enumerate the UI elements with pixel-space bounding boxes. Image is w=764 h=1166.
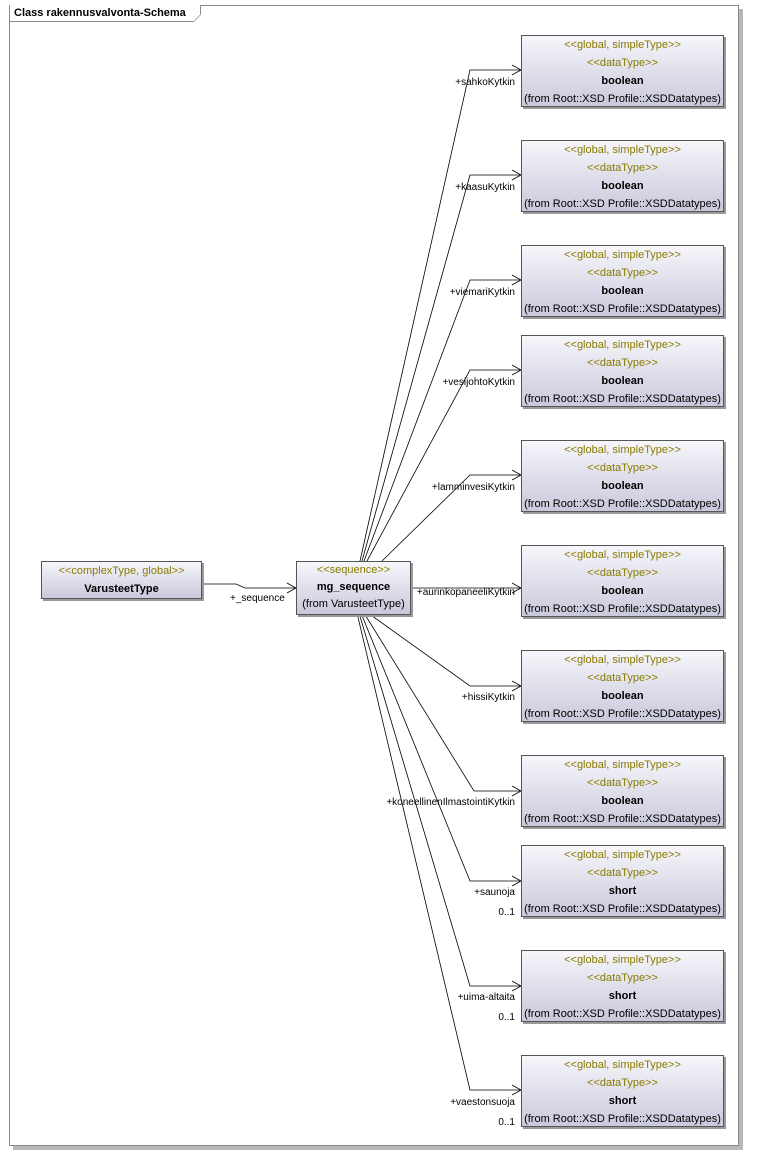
datatype-stereotype: <<global, simpleType>>	[564, 654, 681, 666]
datatype-name: boolean	[601, 585, 644, 597]
datatype-from: (from Root::XSD Profile::XSDDatatypes)	[524, 303, 721, 315]
datatype-from: (from Root::XSD Profile::XSDDatatypes)	[524, 1113, 721, 1125]
datatype-name: boolean	[601, 795, 644, 807]
role-label: +aurinkopaneeliKytkin	[416, 587, 515, 598]
datatype-name: short	[608, 885, 637, 897]
association-line	[359, 69, 521, 562]
datatype-2[interactable]: <<global, simpleType>> <<dataType>> boolea…	[521, 245, 724, 317]
diagram-title: Class rakennusvalvonta-Schema	[10, 5, 201, 22]
datatype-kind: <<dataType>>	[587, 267, 658, 279]
association-line	[363, 279, 521, 562]
datatype-name: short	[608, 990, 637, 1002]
datatype-stereotype: <<global, simpleType>>	[564, 444, 681, 456]
datatype-kind: <<dataType>>	[587, 57, 658, 69]
datatype-name: boolean	[601, 180, 644, 192]
datatype-kind: <<dataType>>	[587, 1077, 658, 1089]
datatype-kind: <<dataType>>	[587, 567, 658, 579]
association-line	[356, 612, 521, 1091]
datatype-name: boolean	[601, 480, 644, 492]
role-label: +kaasuKytkin	[455, 182, 515, 193]
datatype-from: (from Root::XSD Profile::XSDDatatypes)	[524, 198, 721, 210]
datatype-name: boolean	[601, 375, 644, 387]
sequence-role-label: +_sequence	[230, 593, 285, 604]
role-label: +koneellinenIlmastointiKytkin	[386, 797, 515, 808]
class-name: VarusteetType	[84, 583, 159, 595]
datatype-name: boolean	[601, 285, 644, 297]
role-label: +vaestonsuoja	[450, 1097, 515, 1108]
multiplicity-label: 0..1	[498, 1117, 515, 1128]
datatype-stereotype: <<global, simpleType>>	[564, 144, 681, 156]
datatype-kind: <<dataType>>	[587, 462, 658, 474]
datatype-5[interactable]: <<global, simpleType>> <<dataType>> boolea…	[521, 545, 724, 617]
datatype-stereotype: <<global, simpleType>>	[564, 954, 681, 966]
class-stereotype: <<complexType, global>>	[58, 565, 185, 577]
class-varusteettype[interactable]: <<complexType, global>> VarusteetType	[41, 561, 202, 599]
datatype-stereotype: <<global, simpleType>>	[564, 849, 681, 861]
datatype-3[interactable]: <<global, simpleType>> <<dataType>> boolea…	[521, 335, 724, 407]
datatype-name: boolean	[601, 75, 644, 87]
datatype-from: (from Root::XSD Profile::XSDDatatypes)	[524, 498, 721, 510]
datatype-4[interactable]: <<global, simpleType>> <<dataType>> boolea…	[521, 440, 724, 512]
datatype-kind: <<dataType>>	[587, 162, 658, 174]
role-label: +sahkoKytkin	[455, 77, 515, 88]
datatype-kind: <<dataType>>	[587, 777, 658, 789]
role-label: +vesijohtoKytkin	[442, 377, 515, 388]
multiplicity-label: 0..1	[498, 907, 515, 918]
datatype-from: (from Root::XSD Profile::XSDDatatypes)	[524, 813, 721, 825]
datatype-name: short	[608, 1095, 637, 1107]
datatype-from: (from Root::XSD Profile::XSDDatatypes)	[524, 903, 721, 915]
datatype-name: boolean	[601, 690, 644, 702]
sequence-mg-sequence[interactable]: <<sequence>> mg_sequence (from Varusteet…	[296, 561, 411, 615]
datatype-from: (from Root::XSD Profile::XSDDatatypes)	[524, 1008, 721, 1020]
role-label: +lamminvesiKytkin	[431, 482, 515, 493]
datatype-from: (from Root::XSD Profile::XSDDatatypes)	[524, 603, 721, 615]
datatype-8[interactable]: <<global, simpleType>> <<dataType>> short (…	[521, 845, 724, 917]
datatype-kind: <<dataType>>	[587, 867, 658, 879]
datatype-9[interactable]: <<global, simpleType>> <<dataType>> short (…	[521, 950, 724, 1022]
datatype-stereotype: <<global, simpleType>>	[564, 249, 681, 261]
datatype-stereotype: <<global, simpleType>>	[564, 759, 681, 771]
datatype-kind: <<dataType>>	[587, 972, 658, 984]
datatype-stereotype: <<global, simpleType>>	[564, 39, 681, 51]
datatype-6[interactable]: <<global, simpleType>> <<dataType>> boolea…	[521, 650, 724, 722]
sequence-association-line	[200, 583, 296, 589]
datatype-7[interactable]: <<global, simpleType>> <<dataType>> boolea…	[521, 755, 724, 827]
datatype-kind: <<dataType>>	[587, 672, 658, 684]
datatype-kind: <<dataType>>	[587, 357, 658, 369]
datatype-from: (from Root::XSD Profile::XSDDatatypes)	[524, 708, 721, 720]
role-label: +hissiKytkin	[461, 692, 515, 703]
datatype-from: (from Root::XSD Profile::XSDDatatypes)	[524, 393, 721, 405]
sequence-stereotype: <<sequence>>	[316, 564, 391, 576]
role-label: +uima-altaita	[457, 992, 515, 1003]
role-label: +saunoja	[474, 887, 515, 898]
datatype-10[interactable]: <<global, simpleType>> <<dataType>> short (…	[521, 1055, 724, 1127]
association-line	[360, 612, 521, 882]
sequence-from: (from VarusteetType)	[302, 598, 405, 610]
association-line	[361, 174, 521, 562]
association-line	[366, 369, 521, 562]
sequence-name: mg_sequence	[316, 581, 391, 593]
datatype-stereotype: <<global, simpleType>>	[564, 339, 681, 351]
datatype-0[interactable]: <<global, simpleType>> <<dataType>> boolea…	[521, 35, 724, 107]
role-label: +viemariKytkin	[449, 287, 515, 298]
datatype-stereotype: <<global, simpleType>>	[564, 549, 681, 561]
datatype-from: (from Root::XSD Profile::XSDDatatypes)	[524, 93, 721, 105]
association-line	[367, 612, 521, 687]
association-line	[363, 612, 521, 792]
datatype-1[interactable]: <<global, simpleType>> <<dataType>> boolea…	[521, 140, 724, 212]
association-line	[381, 474, 521, 562]
association-line	[358, 612, 521, 987]
datatype-stereotype: <<global, simpleType>>	[564, 1059, 681, 1071]
multiplicity-label: 0..1	[498, 1012, 515, 1023]
